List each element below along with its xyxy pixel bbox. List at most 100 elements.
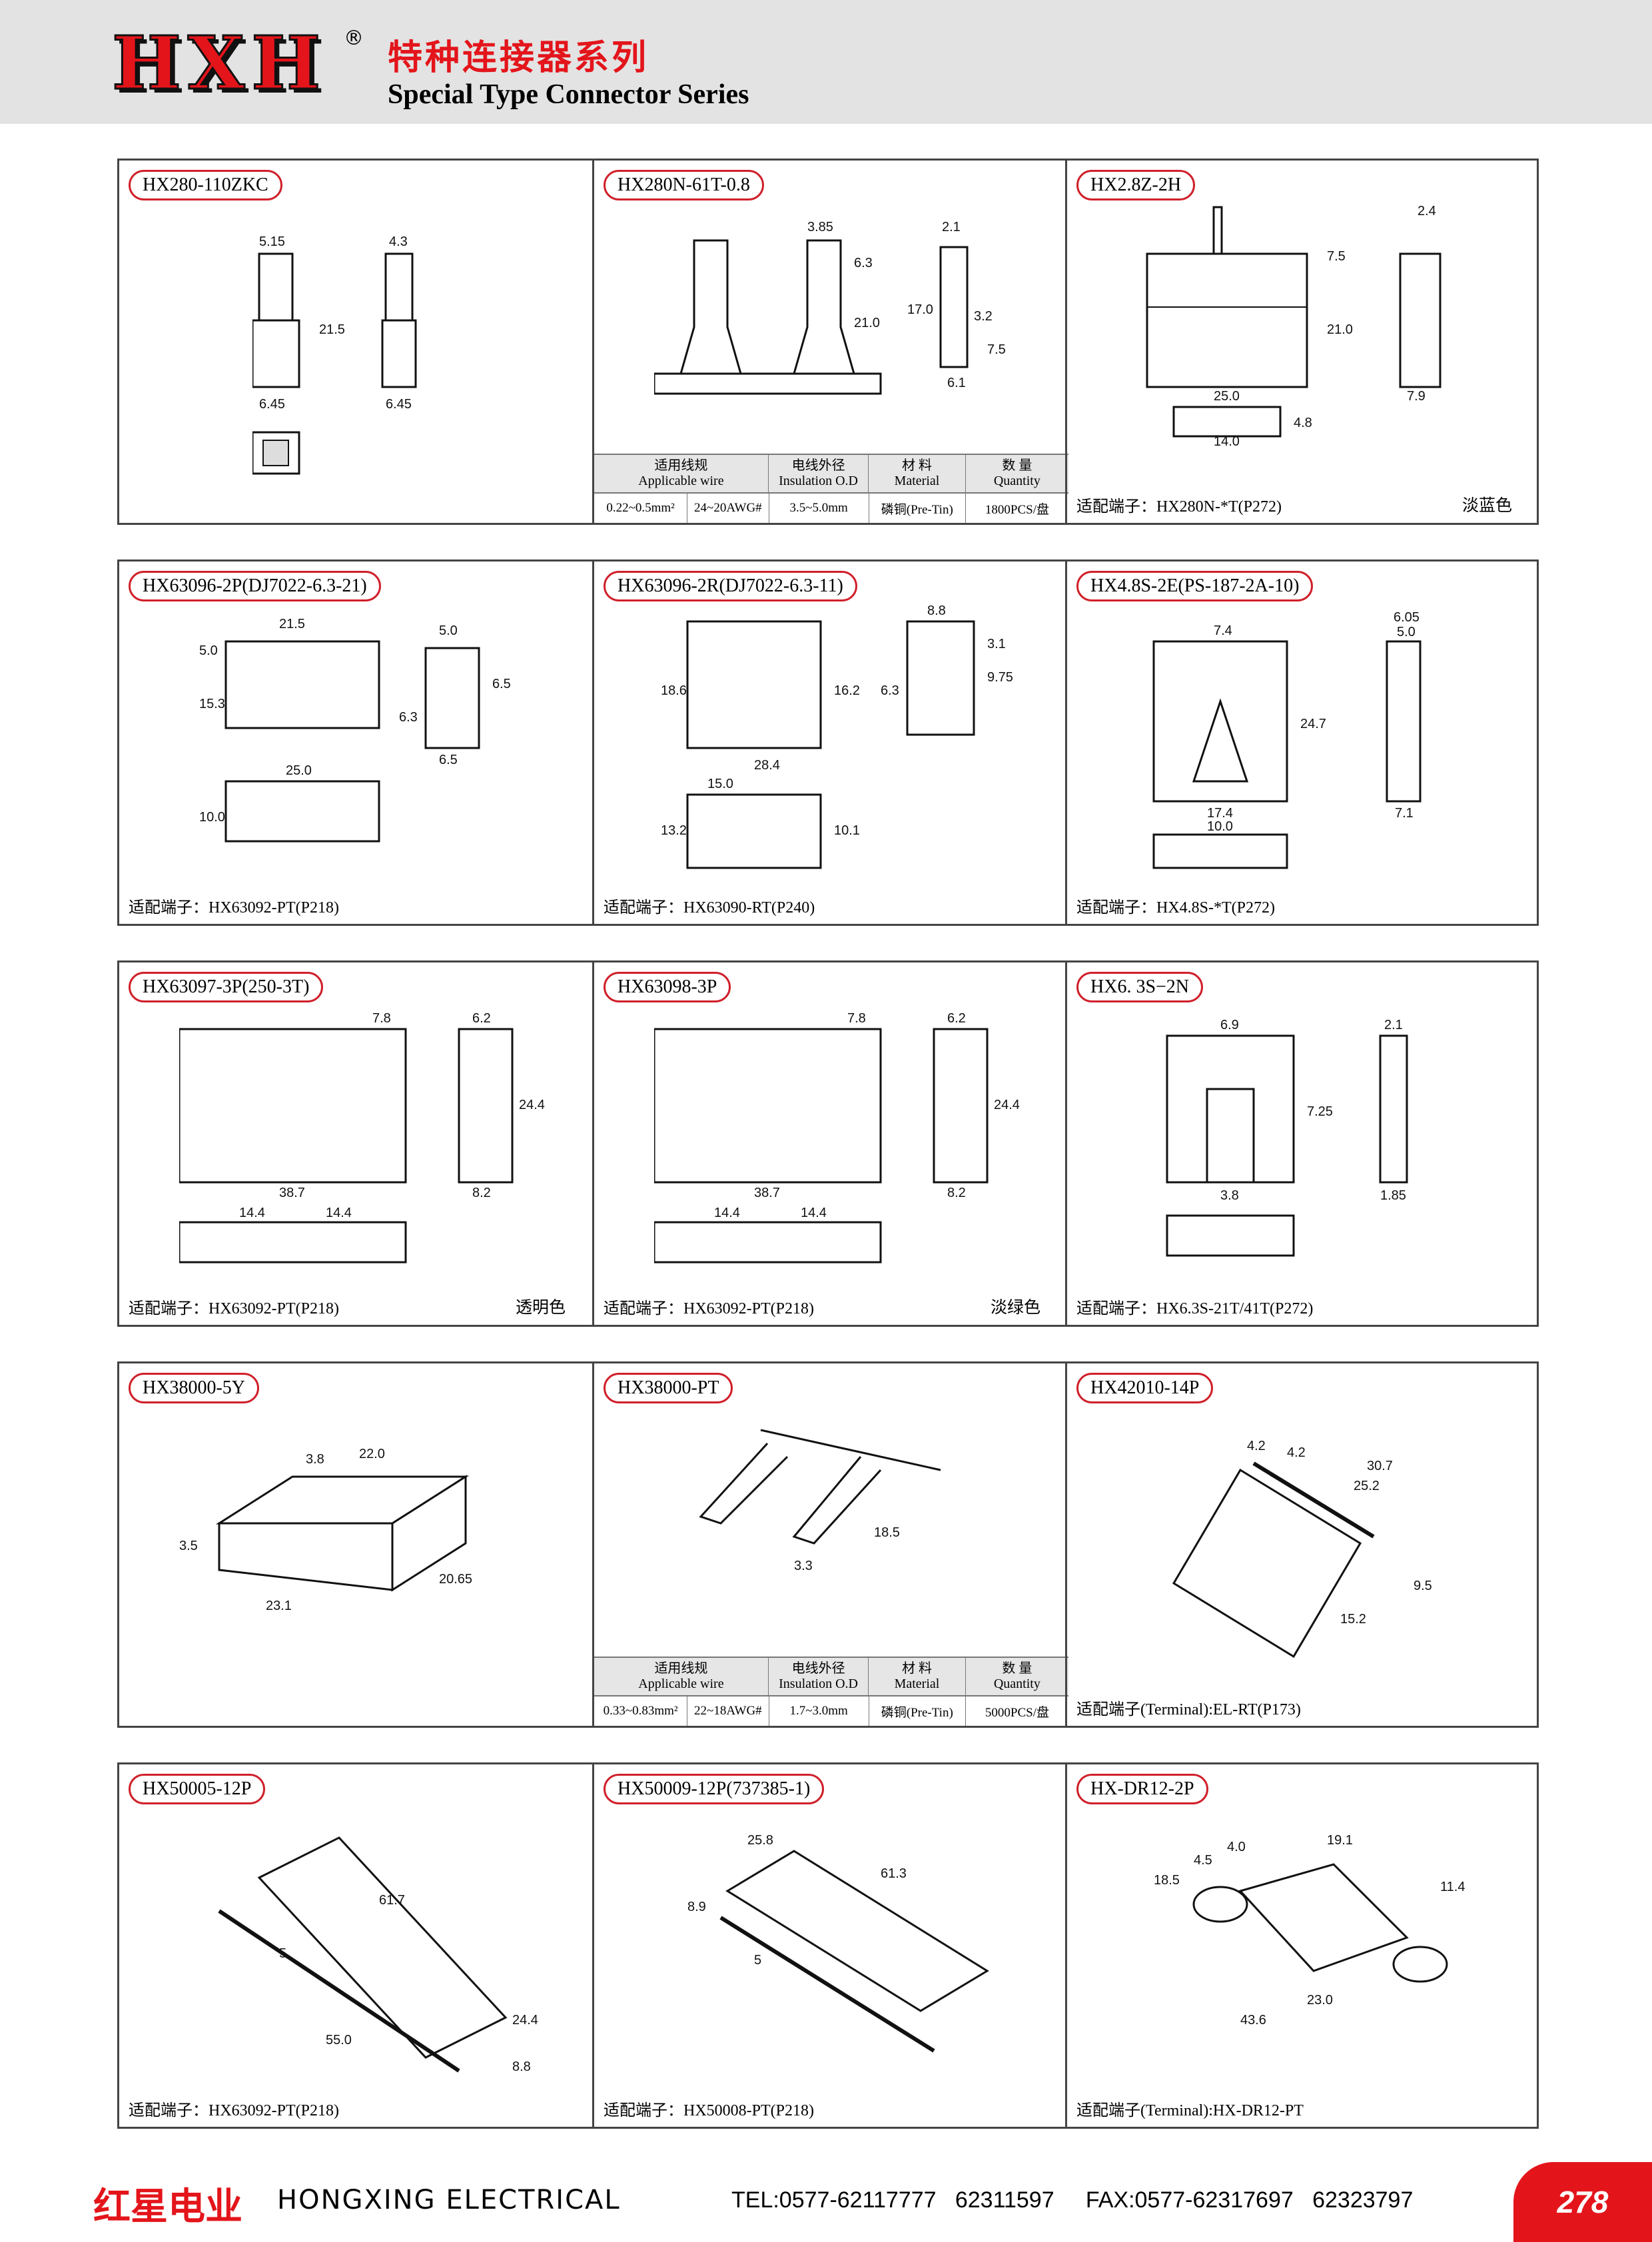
- dim-label: 4.2: [1247, 1439, 1266, 1453]
- dim-label: 15.3: [199, 697, 225, 711]
- page-number: 278: [1513, 2162, 1652, 2242]
- dim-label: 6.3: [854, 256, 873, 270]
- terminal-note: 适配端子：HX4.8S-*T(P272): [1076, 899, 1275, 917]
- dim-label: 25.2: [1354, 1479, 1380, 1493]
- dim-label: 5: [279, 1946, 286, 1961]
- terminal-note: 适配端子：HX6.3S-21T/41T(P272): [1076, 1300, 1314, 1317]
- dim-label: 10.0: [1207, 819, 1233, 834]
- dim-label: 19.1: [1327, 1833, 1353, 1848]
- spec-cell: 0.33~0.83mm²: [594, 1696, 688, 1726]
- dim-label: 7.8: [372, 1011, 391, 1026]
- model-tag: HX38000-5Y: [129, 1373, 259, 1403]
- dim-label: 7.5: [987, 342, 1006, 357]
- dim-label: 5.0: [1397, 625, 1416, 639]
- dim-label: 7.1: [1395, 806, 1414, 821]
- dim-label: 14.4: [714, 1206, 740, 1220]
- dim-label: 15.0: [707, 777, 733, 791]
- terminal-note: 适配端子：HX63092-PT(P218): [604, 1300, 814, 1317]
- terminal-note: 适配端子：HX63090-RT(P240): [604, 899, 815, 917]
- model-tag: HX50009-12P(737385-1): [604, 1774, 825, 1804]
- product-cell: HX-DR12-2P 18.5 4.5 4.0 19.1 11.4 23.0 4…: [1065, 1764, 1539, 2127]
- dim-label: 18.5: [874, 1525, 900, 1540]
- color-note: 淡绿色: [990, 1299, 1040, 1317]
- model-tag: HX6. 3S−2N: [1076, 972, 1204, 1002]
- dim-label: 4.5: [1194, 1853, 1212, 1868]
- dim-label: 13.2: [661, 823, 687, 838]
- dim-label: 18.6: [661, 683, 687, 698]
- page-header: HXH ® 特种连接器系列 Special Type Connector Ser…: [0, 0, 1652, 124]
- dim-label: 9.5: [1414, 1579, 1432, 1593]
- dim-label: 2.1: [1384, 1018, 1403, 1032]
- spec-header: Insulation O.D: [779, 474, 859, 488]
- dim-label: 21.5: [319, 322, 345, 337]
- dim-label: 23.1: [266, 1599, 292, 1613]
- dim-label: 38.7: [279, 1186, 305, 1200]
- dim-label: 5: [754, 1953, 761, 1968]
- spec-cell: 1800PCS/盘: [985, 502, 1049, 517]
- terminal-note: 适配端子(Terminal):HX-DR12-PT: [1076, 2102, 1304, 2119]
- dim-label: 43.6: [1240, 2013, 1266, 2028]
- drawing-hx63096-2p: 21.5 5.0 5.0 6.5 15.3 6.3 6.5 25.0 10.0: [199, 617, 511, 843]
- dim-label: 4.3: [389, 234, 408, 249]
- terminal-note: 适配端子(Terminal):EL-RT(P173): [1076, 1701, 1301, 1718]
- dim-label: 61.7: [379, 1893, 405, 1908]
- spec-header: Insulation O.D: [779, 1677, 859, 1691]
- dim-label: 11.4: [1440, 1880, 1465, 1894]
- product-cell: HX50009-12P(737385-1) 25.8 61.3 8.9 5 适配…: [592, 1764, 1067, 2127]
- dim-label: 7.4: [1214, 623, 1232, 638]
- dim-label: 61.3: [881, 1866, 907, 1881]
- product-cell: HX4.8S-2E(PS-187-2A-10) 6.05 7.4 5.0 24.…: [1065, 561, 1539, 924]
- drawing-hx4-8s-2e: 6.05 7.4 5.0 24.7 17.4 7.1 10.0: [1152, 610, 1422, 869]
- dim-label: 25.0: [1214, 389, 1240, 404]
- catalog-row-5: HX50005-12P 61.7 5 55.0 24.4 8.8 适配端子：HX…: [117, 1762, 1539, 2129]
- drawing-hx63097-3p: 7.8 6.2 24.4 38.7 8.2 14.4 14.4: [179, 1011, 545, 1264]
- drawing-hx38000-5y: 3.8 22.0 3.5 20.65 23.1: [179, 1447, 472, 1613]
- spec-header: 适用线规: [654, 458, 708, 473]
- dim-label: 25.8: [747, 1833, 773, 1848]
- dim-label: 6.2: [472, 1011, 491, 1026]
- drawing-hx2-8z-2h: 2.4 7.5 21.0 25.0 7.9 4.8 14.0: [1146, 204, 1442, 447]
- product-cell: HX280-110ZKC 5.15 4.3 21.5 6.45 6.45: [119, 161, 592, 523]
- color-note: 透明色: [515, 1299, 566, 1317]
- dim-label: 5.15: [259, 234, 285, 249]
- dim-label: 24.4: [994, 1098, 1020, 1112]
- dim-label: 7.9: [1407, 389, 1426, 404]
- dim-label: 6.05: [1394, 610, 1420, 625]
- drawing-hx280n-61t: 3.85 2.1 6.3 21.0 17.0 3.2 7.5 6.1: [654, 220, 1006, 395]
- dim-label: 6.5: [439, 753, 458, 767]
- dim-label: 21.0: [1327, 322, 1353, 337]
- dim-label: 3.3: [794, 1559, 813, 1573]
- dim-label: 38.7: [754, 1186, 780, 1200]
- spec-header: 材 料: [901, 458, 932, 473]
- spec-header: 电线外径: [791, 458, 845, 473]
- dim-label: 7.25: [1307, 1104, 1333, 1119]
- dim-label: 14.4: [239, 1206, 265, 1220]
- dim-label: 28.4: [754, 758, 780, 773]
- spec-header: Applicable wire: [638, 1677, 724, 1691]
- model-tag: HX-DR12-2P: [1076, 1774, 1208, 1804]
- product-cell: HX50005-12P 61.7 5 55.0 24.4 8.8 适配端子：HX…: [119, 1764, 592, 2127]
- spec-cell: 24~20AWG#: [687, 494, 769, 523]
- dim-label: 7.8: [847, 1011, 866, 1026]
- dim-label: 24.4: [512, 2013, 538, 2028]
- model-tag: HX63098-3P: [604, 972, 731, 1002]
- dim-label: 3.85: [807, 220, 833, 234]
- registered-mark: ®: [344, 27, 364, 50]
- dim-label: 6.2: [947, 1011, 966, 1026]
- dim-label: 18.5: [1154, 1873, 1180, 1888]
- dim-label: 14.4: [801, 1206, 827, 1220]
- dim-label: 14.4: [326, 1206, 352, 1220]
- drawing-hx280-110zkc: 5.15 4.3 21.5 6.45 6.45: [252, 234, 417, 475]
- dim-label: 2.4: [1418, 204, 1436, 218]
- dim-label: 8.2: [947, 1186, 966, 1200]
- brand-cn: 红星电业: [93, 2185, 242, 2229]
- product-cell: HX63096-2P(DJ7022-6.3-21) 21.5 5.0 5.0 6…: [119, 561, 592, 924]
- drawing-hx50005-12p: 61.7 5 55.0 24.4 8.8: [218, 1836, 538, 2074]
- terminal-note: 适配端子：HX280N-*T(P272): [1076, 498, 1282, 516]
- catalog-row-2: HX63096-2P(DJ7022-6.3-21) 21.5 5.0 5.0 6…: [117, 560, 1539, 926]
- spec-cell: 1.7~3.0mm: [769, 1696, 869, 1726]
- dim-label: 6.1: [947, 376, 966, 390]
- dim-label: 3.2: [974, 309, 993, 324]
